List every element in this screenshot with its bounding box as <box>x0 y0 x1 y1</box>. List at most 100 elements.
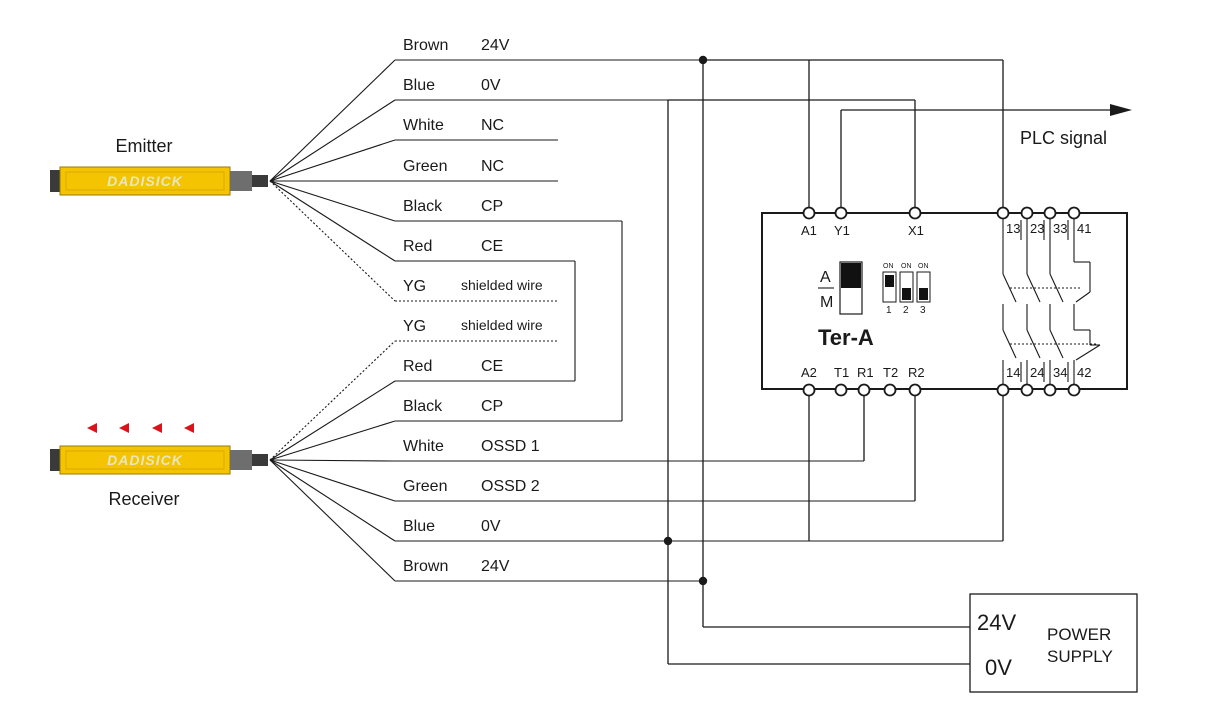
junction-dot <box>663 536 673 546</box>
wire-signal-label: 24V <box>481 558 510 575</box>
wire-color-label: Black <box>403 398 443 415</box>
terminal-label: 34 <box>1053 365 1067 380</box>
power-supply: 24V 0V POWER SUPPLY <box>969 593 1138 693</box>
wire-signal-label: NC <box>481 117 504 134</box>
wire-signal-label: shielded wire <box>461 317 543 333</box>
terminal-label: A1 <box>801 223 817 238</box>
wire-color-label: Black <box>403 198 443 215</box>
emitter-connector-tip <box>252 175 268 187</box>
receiver: DADISICK Receiver <box>50 445 268 509</box>
receiver-endcap <box>50 449 60 471</box>
wire-signal-label: shielded wire <box>461 277 543 293</box>
dip-switches: ON ON ON 1 2 3 <box>882 263 931 316</box>
mode-auto-label: A <box>820 269 831 286</box>
power-0v-label: 0V <box>985 655 1012 680</box>
receiver-connector-tip <box>252 454 268 466</box>
receiver-window <box>65 450 225 470</box>
terminal-label: X1 <box>908 223 924 238</box>
terminal-r1 <box>857 383 871 397</box>
terminal-y1 <box>834 206 848 220</box>
terminal-24 <box>1020 383 1034 397</box>
receiver-connector <box>230 450 252 470</box>
terminal-a1 <box>802 206 816 220</box>
plc-arrow-icon <box>1110 104 1132 116</box>
junction-dot <box>698 576 708 586</box>
emitter-connector <box>230 171 252 191</box>
wire-color-label: Blue <box>403 77 435 94</box>
wire-signal-label: 0V <box>481 518 501 535</box>
wire-underlines <box>395 59 1003 582</box>
terminal-label: 41 <box>1077 221 1091 236</box>
wire-signal-label: CE <box>481 238 503 255</box>
wire-color-label: YG <box>403 278 426 295</box>
wire-signal-label: CP <box>481 398 503 415</box>
safety-relay: A1 Y1 X1 13 23 33 41 A2 T1 R1 T2 R2 14 2… <box>761 206 1128 397</box>
wire-color-label: Green <box>403 158 447 175</box>
terminal-34 <box>1043 383 1057 397</box>
junction-dots <box>663 55 708 586</box>
terminal-13 <box>996 206 1010 220</box>
wire-color-label: Brown <box>403 37 448 54</box>
wire-signal-label: OSSD 2 <box>481 478 540 495</box>
receiver-fanout <box>269 340 396 582</box>
terminal-t1 <box>834 383 848 397</box>
emitter-brand: DADISICK <box>107 173 183 189</box>
terminal-label: 13 <box>1006 221 1020 236</box>
terminal-label: R1 <box>857 365 874 380</box>
terminal-x1 <box>908 206 922 220</box>
terminal-label: T2 <box>883 365 898 380</box>
dip-number: 1 <box>886 305 892 316</box>
emitter-fanout <box>269 59 396 302</box>
wire-signal-label: OSSD 1 <box>481 438 540 455</box>
relay-contacts <box>1002 219 1101 384</box>
dip-on-label: ON <box>883 263 894 270</box>
wire-color-label: YG <box>403 318 426 335</box>
receiver-label: Receiver <box>108 489 179 509</box>
wire-color-label: White <box>403 117 444 134</box>
plc-signal-label: PLC signal <box>1020 128 1107 148</box>
wire-color-label: White <box>403 438 444 455</box>
terminal-23 <box>1020 206 1034 220</box>
wire-color-label: Green <box>403 478 447 495</box>
terminal-label: 23 <box>1030 221 1044 236</box>
power-supply-title-2: SUPPLY <box>1047 647 1113 666</box>
terminal-t2 <box>883 383 897 397</box>
relay-model: Ter-A <box>818 325 874 350</box>
terminal-41 <box>1067 206 1081 220</box>
mode-manual-label: M <box>820 294 833 311</box>
terminal-a2 <box>802 383 816 397</box>
mode-switch: A M <box>818 261 863 315</box>
wire-signal-label: 24V <box>481 37 510 54</box>
terminal-label: T1 <box>834 365 849 380</box>
terminal-42 <box>1067 383 1081 397</box>
wire-signal-label: 0V <box>481 77 501 94</box>
junction-dot <box>698 55 708 65</box>
dip-on-label: ON <box>901 263 912 270</box>
dip-switch-2-lever <box>902 288 911 300</box>
wire-signal-label: CP <box>481 198 503 215</box>
emitter-label: Emitter <box>115 136 172 156</box>
terminal-label: Y1 <box>834 223 850 238</box>
terminal-33 <box>1043 206 1057 220</box>
wire-color-label: Brown <box>403 558 448 575</box>
receiver-brand: DADISICK <box>107 452 183 468</box>
terminal-label: 33 <box>1053 221 1067 236</box>
dip-switch-3-lever <box>919 288 928 300</box>
power-24v-label: 24V <box>977 610 1016 635</box>
terminal-label: 24 <box>1030 365 1044 380</box>
wire-labels: Brown 24V Blue 0V White NC Green NC Blac… <box>403 37 543 575</box>
dip-number: 3 <box>920 305 926 316</box>
wire-signal-label: NC <box>481 158 504 175</box>
wire-signal-label: CE <box>481 358 503 375</box>
terminal-r2 <box>908 383 922 397</box>
routing-wires <box>574 59 1132 665</box>
wire-color-label: Red <box>403 238 432 255</box>
power-supply-title-1: POWER <box>1047 625 1111 644</box>
dip-number: 2 <box>903 305 909 316</box>
power-supply-box <box>969 593 1138 693</box>
emitter-endcap <box>50 170 60 192</box>
mode-switch-knob <box>841 263 861 288</box>
terminal-14 <box>996 383 1010 397</box>
dip-on-label: ON <box>918 263 929 270</box>
